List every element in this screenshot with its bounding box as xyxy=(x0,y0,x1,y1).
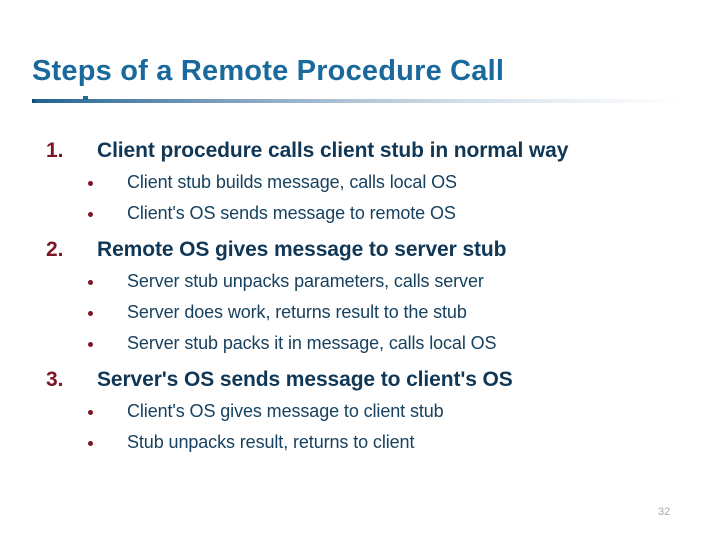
step-number-3: 3. xyxy=(46,368,64,391)
step-text-2: Remote OS gives message to server stub xyxy=(97,238,507,261)
substep-text: Server does work, returns result to the … xyxy=(127,302,467,322)
bullet-dot-icon xyxy=(88,410,93,415)
list-item: Stub unpacks result, returns to client xyxy=(0,433,720,464)
bullet-dot-icon xyxy=(88,212,93,217)
title-underline-cap xyxy=(32,99,35,103)
bullet-dot-icon xyxy=(88,181,93,186)
list-item: 3. Server's OS sends message to client's… xyxy=(0,369,720,402)
step-text-1: Client procedure calls client stub in no… xyxy=(97,139,569,162)
page-title: Steps of a Remote Procedure Call xyxy=(32,55,505,87)
substep-text: Client's OS sends message to remote OS xyxy=(127,203,456,223)
title-block: Steps of a Remote Procedure Call xyxy=(32,55,692,87)
substep-text: Server stub unpacks parameters, calls se… xyxy=(127,271,484,291)
step-text-3: Server's OS sends message to client's OS xyxy=(97,368,513,391)
list-item: 1. Client procedure calls client stub in… xyxy=(0,140,720,173)
bullet-dot-icon xyxy=(88,311,93,316)
list-item: Client's OS gives message to client stub xyxy=(0,402,720,433)
step-number-1: 1. xyxy=(46,139,64,162)
substep-text: Stub unpacks result, returns to client xyxy=(127,432,415,452)
page-number: 32 xyxy=(658,506,671,518)
title-accent-tick xyxy=(83,96,88,100)
step-number-2: 2. xyxy=(46,238,64,261)
list-item: Server stub unpacks parameters, calls se… xyxy=(0,272,720,303)
substep-text: Client stub builds message, calls local … xyxy=(127,172,457,192)
bullet-dot-icon xyxy=(88,280,93,285)
substep-text: Server stub packs it in message, calls l… xyxy=(127,333,497,353)
bullet-dot-icon xyxy=(88,441,93,446)
list-item: 2. Remote OS gives message to server stu… xyxy=(0,239,720,272)
title-underline-rule xyxy=(32,99,690,103)
steps-list: 1. Client procedure calls client stub in… xyxy=(0,140,720,464)
list-item: Server stub packs it in message, calls l… xyxy=(0,334,720,365)
list-item: Client stub builds message, calls local … xyxy=(0,173,720,204)
list-item: Server does work, returns result to the … xyxy=(0,303,720,334)
bullet-dot-icon xyxy=(88,342,93,347)
list-item: Client's OS sends message to remote OS xyxy=(0,204,720,235)
substep-text: Client's OS gives message to client stub xyxy=(127,401,444,421)
